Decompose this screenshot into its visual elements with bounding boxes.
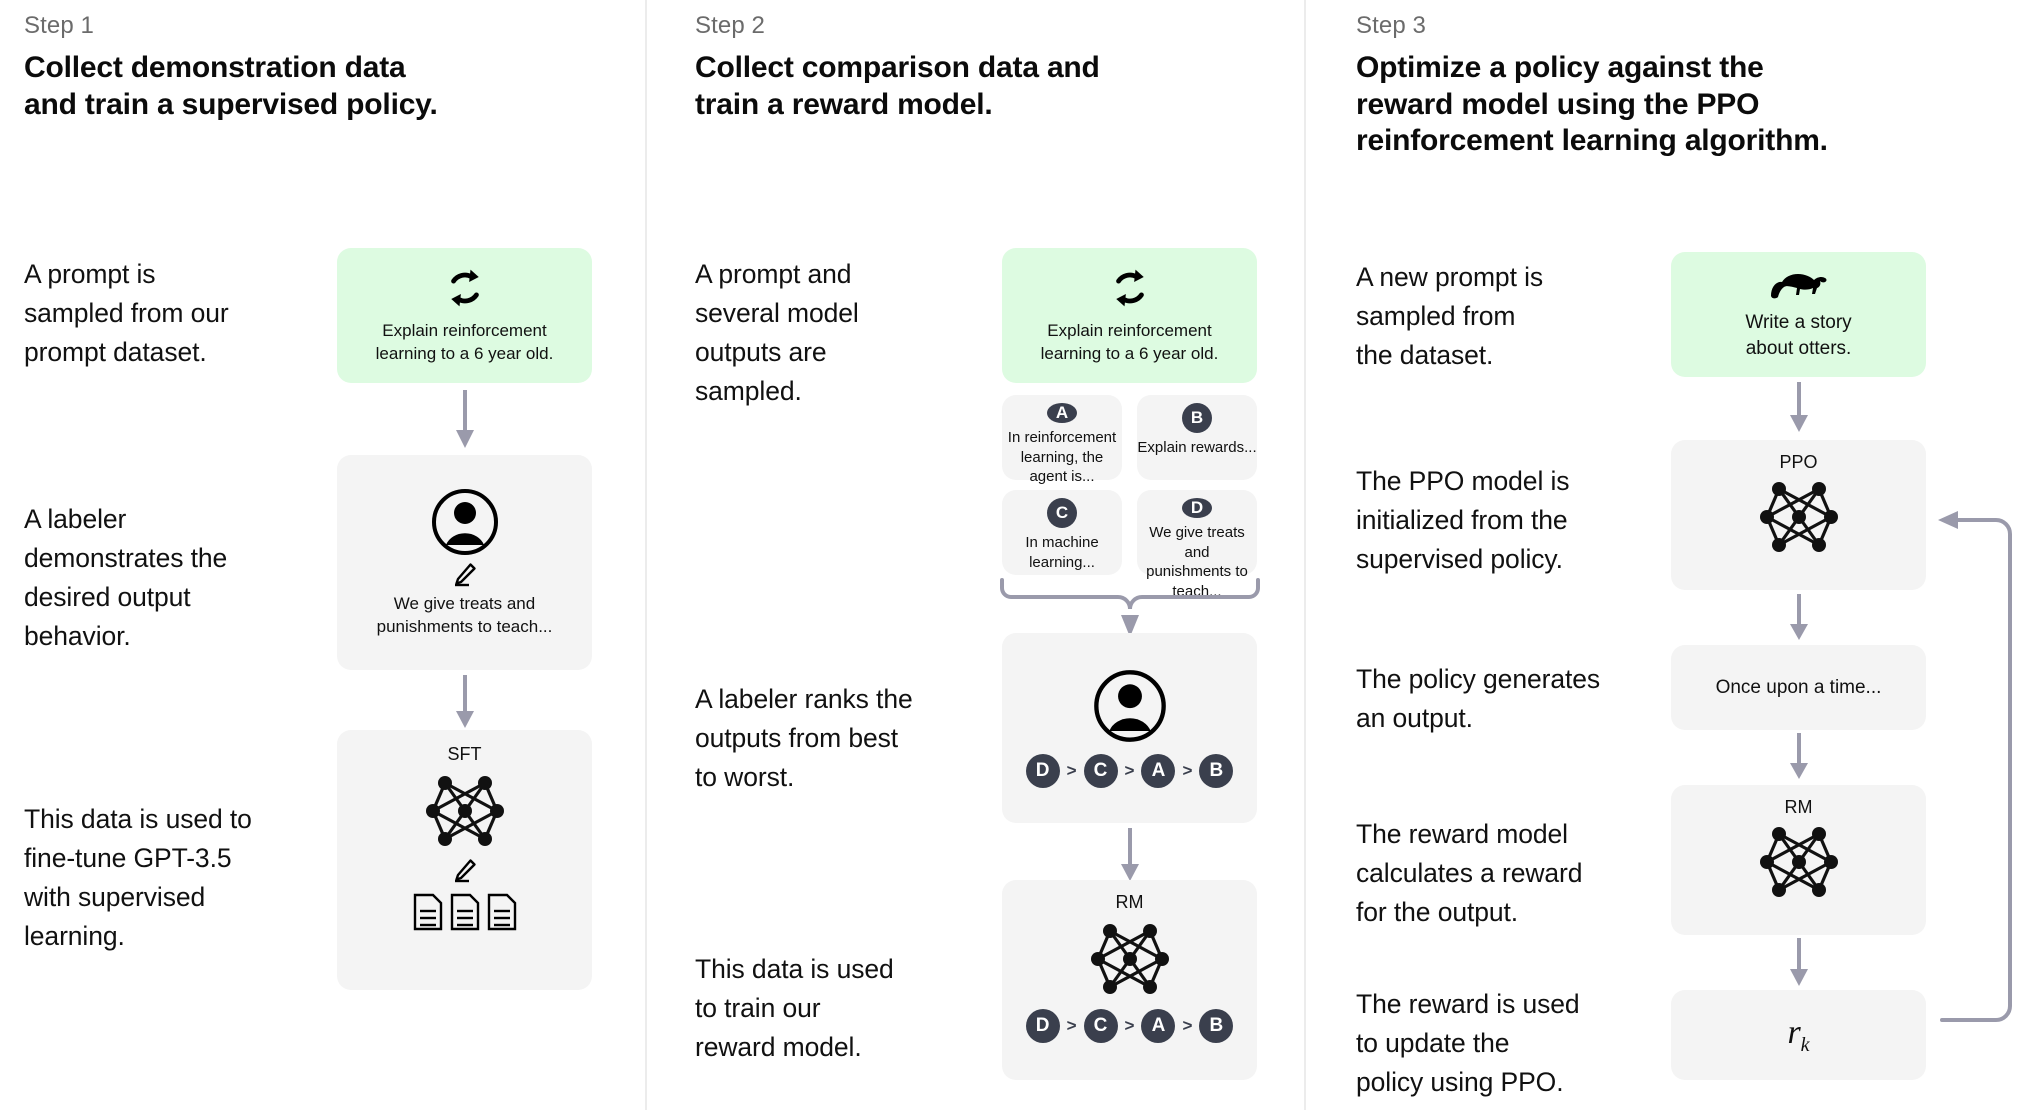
step-2-output-card-d[interactable]: D We give treats and punishments to teac… [1137,490,1257,600]
step-3-output-text: Once upon a time... [1715,676,1882,698]
step-3-label: Step 3 [1356,12,1426,39]
step-3-caption-3: The policy generates an output. [1356,664,1601,733]
output-text-d: We give treats and punishments to teach.… [1146,524,1248,600]
step-2-ranking-card[interactable]: D > C > A > B [1002,633,1257,823]
step-2-title: Collect comparison data and train a rewa… [695,51,1100,121]
step-1-prompt-card[interactable]: Explain reinforcement learning to a 6 ye… [337,248,592,383]
step-3-caption-2: The PPO model is initialized from the su… [1356,466,1570,574]
step-3-reward-card[interactable]: rk [1671,990,1926,1080]
step-1-labeler-card[interactable]: We give treats and punishments to teach.… [337,455,592,670]
pencil-icon [452,561,478,587]
cycle-icon [1108,266,1152,310]
step-2-caption-2: A labeler ranks the outputs from best to… [695,684,913,792]
output-text-b: Explain rewards... [1137,439,1257,456]
neural-net-icon [1084,919,1176,999]
arrow-down-2 [450,675,480,730]
neural-net-icon [419,771,511,851]
step-1-sft-card[interactable]: SFT [337,730,592,990]
step-3-caption-1: A new prompt is sampled from the dataset… [1356,262,1544,370]
output-text-a: In reinforcement learning, the agent is.… [1007,429,1117,485]
step-2-output-card-b[interactable]: B Explain rewards... [1137,395,1257,480]
arrow-down-3 [1115,828,1145,883]
column-divider-2 [1304,0,1306,1110]
otter-icon [1769,268,1829,302]
arrow-down-4 [1784,382,1814,434]
rm-rank-badge-2: C [1083,1009,1118,1043]
arrow-down-5 [1784,594,1814,642]
pencil-icon [452,857,478,883]
step-1-caption-3: This data is used to fine-tune GPT-3.5 w… [24,804,252,951]
reward-symbol: r [1787,1013,1801,1051]
output-badge-d: D [1182,498,1212,518]
rm-rank-separator-3: > [1182,1016,1193,1035]
rank-badge-1: D [1025,754,1060,788]
step-2-prompt-text: Explain reinforcement learning to a 6 ye… [1040,320,1219,363]
step-1-prompt-text: Explain reinforcement learning to a 6 ye… [375,320,554,363]
neural-net-icon [1753,477,1845,557]
step-3-rm-card[interactable]: RM [1671,785,1926,935]
arrow-down-6 [1784,733,1814,781]
step-1-sft-title: SFT [447,744,482,764]
output-text-c: In machine learning... [1025,534,1099,571]
step-2-prompt-card[interactable]: Explain reinforcement learning to a 6 ye… [1002,248,1257,383]
person-icon [430,487,500,557]
step-3-title: Optimize a policy against the reward mod… [1356,51,1828,158]
step-3-prompt-text: Write a story about otters. [1745,312,1852,359]
neural-net-icon [1753,822,1845,902]
step-2-rm-title: RM [1115,892,1144,912]
rank-badge-3: A [1141,754,1176,788]
documents-icon [411,891,519,933]
rank-badge-2: C [1083,754,1118,788]
step-3-output-card[interactable]: Once upon a time... [1671,645,1926,730]
step-3-ppo-title: PPO [1779,452,1818,472]
step-2-ranking-row: D > C > A > B [1025,754,1234,788]
arrow-down-7 [1784,938,1814,988]
step-2-label: Step 2 [695,12,765,39]
output-badge-b: B [1182,403,1212,433]
step-1-label: Step 1 [24,12,94,39]
step-3-caption-5: The reward is used to update the policy … [1356,989,1580,1097]
reward-formula: rk [1787,1014,1809,1057]
cycle-icon [443,266,487,310]
step-2-rm-ranking-row: D > C > A > B [1025,1009,1234,1043]
step-1-caption-2: A labeler demonstrates the desired outpu… [24,504,228,651]
rm-rank-badge-1: D [1025,1009,1060,1043]
brace-connector-arrow [999,577,1261,639]
rm-rank-badge-3: A [1141,1009,1176,1043]
feedback-loop-arrow [1918,498,2021,1043]
step-1-column: Step 1 Collect demonstration data and tr… [0,0,645,1110]
step-2-rm-card[interactable]: RM D [1002,880,1257,1080]
rank-separator-2: > [1124,761,1135,780]
arrow-down-1 [450,390,480,450]
column-divider-1 [645,0,647,1110]
step-3-prompt-card[interactable]: Write a story about otters. [1671,252,1926,377]
step-3-column: Step 3 Optimize a policy against the rew… [1306,0,2021,1110]
rank-badge-4: B [1199,754,1234,788]
step-1-title: Collect demonstration data and train a s… [24,51,438,121]
step-1-labeler-text: We give treats and punishments to teach.… [376,593,553,636]
step-2-column: Step 2 Collect comparison data and train… [647,0,1304,1110]
rank-separator-1: > [1066,761,1077,780]
output-badge-c: C [1047,498,1077,528]
output-badge-a: A [1047,403,1077,423]
step-1-caption-1: A prompt is sampled from our prompt data… [24,259,229,367]
rm-rank-badge-4: B [1199,1009,1234,1043]
rank-separator-3: > [1182,761,1193,780]
rm-rank-separator-1: > [1066,1016,1077,1035]
step-2-caption-1: A prompt and several model outputs are s… [695,259,859,406]
step-2-output-card-c[interactable]: C In machine learning... [1002,490,1122,575]
reward-subscript: k [1800,1033,1810,1056]
rm-rank-separator-2: > [1124,1016,1135,1035]
step-2-output-card-a[interactable]: A In reinforcement learning, the agent i… [1002,395,1122,485]
person-icon [1092,668,1168,744]
step-3-caption-4: The reward model calculates a reward for… [1356,819,1583,927]
step-3-ppo-card[interactable]: PPO [1671,440,1926,590]
step-2-caption-3: This data is used to train our reward mo… [695,954,894,1062]
step-3-rm-title: RM [1784,797,1813,817]
